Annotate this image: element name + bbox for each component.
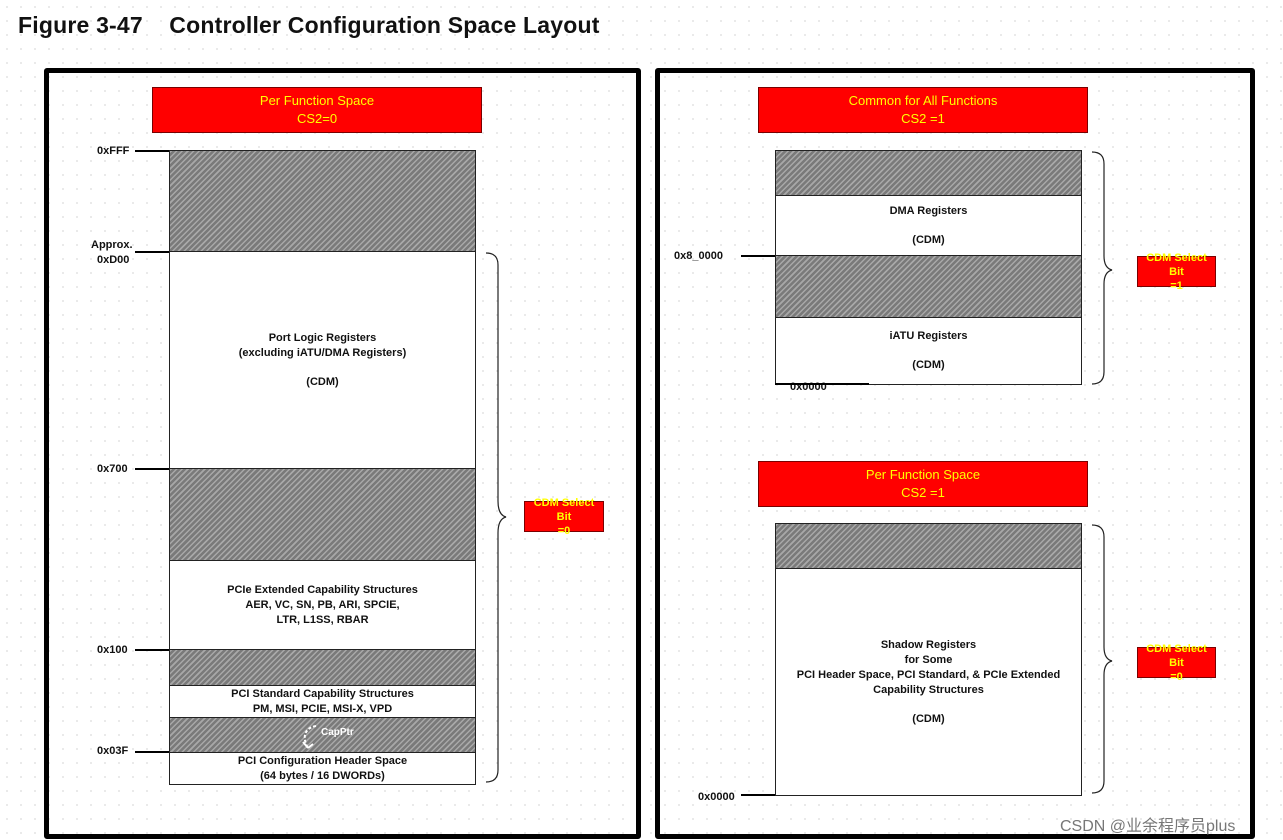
address-bottom-0x0000: 0x0000 [698,791,735,803]
cdm-select-brace-right-top [1091,151,1113,385]
shadow-title: Shadow Registers [880,638,977,651]
pcie-ext-title: PCIe Extended Capability Structures [227,583,418,596]
left-header-line2: CS2=0 [296,111,338,126]
capptr-arrow-icon [302,725,317,749]
capptr-label: CapPtr [321,727,354,738]
iatu-registers-block: iATU Registers (CDM) [775,317,1082,385]
figure-title-text: Controller Configuration Space Layout [169,12,600,38]
figure-title: Figure 3-47 Controller Configuration Spa… [18,12,600,39]
cdm-select-bit-badge-left: CDM Select Bit =0 [524,497,604,537]
address-0x03f: 0x03F [97,745,129,757]
address-tick-0x8-0000 [741,255,775,257]
pci-config-header-block: PCI Configuration Header Space (64 bytes… [169,752,476,785]
cdm-select-bit-badge-right-bottom: CDM Select Bit =0 [1137,643,1216,683]
cdm-select-right-top-line1: CDM Select Bit [1146,251,1207,278]
dma-title: DMA Registers [889,204,968,217]
address-0xfff: 0xFFF [97,145,130,157]
port-logic-subtitle: (excluding iATU/DMA Registers) [238,346,407,359]
address-tick-top-0x0000 [775,383,869,385]
right-panel [655,68,1255,839]
cdm-select-right-top-line2: =1 [1170,279,1183,292]
pcie-ext-list2: LTR, L1SS, RBAR [276,613,369,626]
reserved-region-capptr [169,717,476,753]
left-panel [44,68,641,839]
cdm-select-left-line2: =0 [557,524,571,537]
address-tick-0x700 [135,468,169,470]
iatu-title: iATU Registers [889,330,968,342]
figure-number: Figure 3-47 [18,12,143,38]
port-logic-title: Port Logic Registers [268,331,377,344]
pcie-extended-capability-block: PCIe Extended Capability Structures AER,… [169,560,476,650]
cdm-select-right-bottom-line1: CDM Select Bit [1146,642,1207,669]
pci-std-list: PM, MSI, PCIE, MSI-X, VPD [252,702,393,715]
port-logic-registers-block: Port Logic Registers (excluding iATU/DMA… [169,251,476,469]
pci-cfg-title: PCI Configuration Header Space [237,754,408,767]
iatu-reserved-region [775,255,1082,318]
pci-cfg-size: (64 bytes / 16 DWORDs) [260,769,385,782]
right-bottom-header-line1: Per Function Space [865,467,981,482]
dma-registers-block: DMA Registers (CDM) [775,195,1082,256]
address-tick-0x03f [135,751,169,753]
shadow-cdm: (CDM) [912,712,945,725]
shadow-registers-block: Shadow Registers for Some PCI Header Spa… [775,568,1082,796]
pci-standard-capability-block: PCI Standard Capability Structures PM, M… [169,685,476,718]
address-0x100: 0x100 [97,644,128,656]
reserved-region-mid [169,468,476,561]
right-bottom-header-line2: CS2 =1 [901,485,945,500]
shadow-reserved-region [775,523,1082,569]
pci-std-title: PCI Standard Capability Structures [231,687,414,700]
cdm-select-brace-left [485,252,507,783]
reserved-region-top [169,150,476,252]
address-tick-0xd00 [135,251,169,253]
right-bottom-header: Per Function Space CS2 =1 [758,461,1088,507]
address-tick-0x100 [135,649,169,651]
shadow-capability: Capability Structures [873,683,984,696]
left-header-line1: Per Function Space [259,93,375,108]
address-tick-bottom-0x0000 [741,794,775,796]
shadow-for-some: for Some [904,653,953,666]
reserved-region-low [169,649,476,686]
pcie-ext-list1: AER, VC, SN, PB, ARI, SPCIE, [245,598,400,611]
right-top-header: Common for All Functions CS2 =1 [758,87,1088,133]
cdm-select-left-line1: CDM Select Bit [533,496,595,523]
dma-reserved-region [775,150,1082,196]
cdm-select-brace-right-bottom [1091,524,1113,794]
right-top-header-line2: CS2 =1 [901,111,945,126]
iatu-cdm: (CDM) [912,359,945,371]
left-panel-header: Per Function Space CS2=0 [152,87,482,133]
address-approx: Approx. [91,239,133,251]
dma-cdm: (CDM) [912,233,945,246]
cdm-select-right-bottom-line2: =0 [1170,670,1183,683]
right-top-header-line1: Common for All Functions [848,93,998,108]
address-tick-0xfff [135,150,169,152]
csdn-watermark: CSDN @业余程序员plus [1060,818,1236,835]
cdm-select-bit-badge-right-top: CDM Select Bit =1 [1137,252,1216,292]
address-0xd00: 0xD00 [97,254,130,266]
address-0x700: 0x700 [97,463,128,475]
port-logic-cdm: (CDM) [306,375,339,388]
address-0x8-0000: 0x8_0000 [674,250,723,262]
shadow-desc: PCI Header Space, PCI Standard, & PCIe E… [796,668,1061,681]
